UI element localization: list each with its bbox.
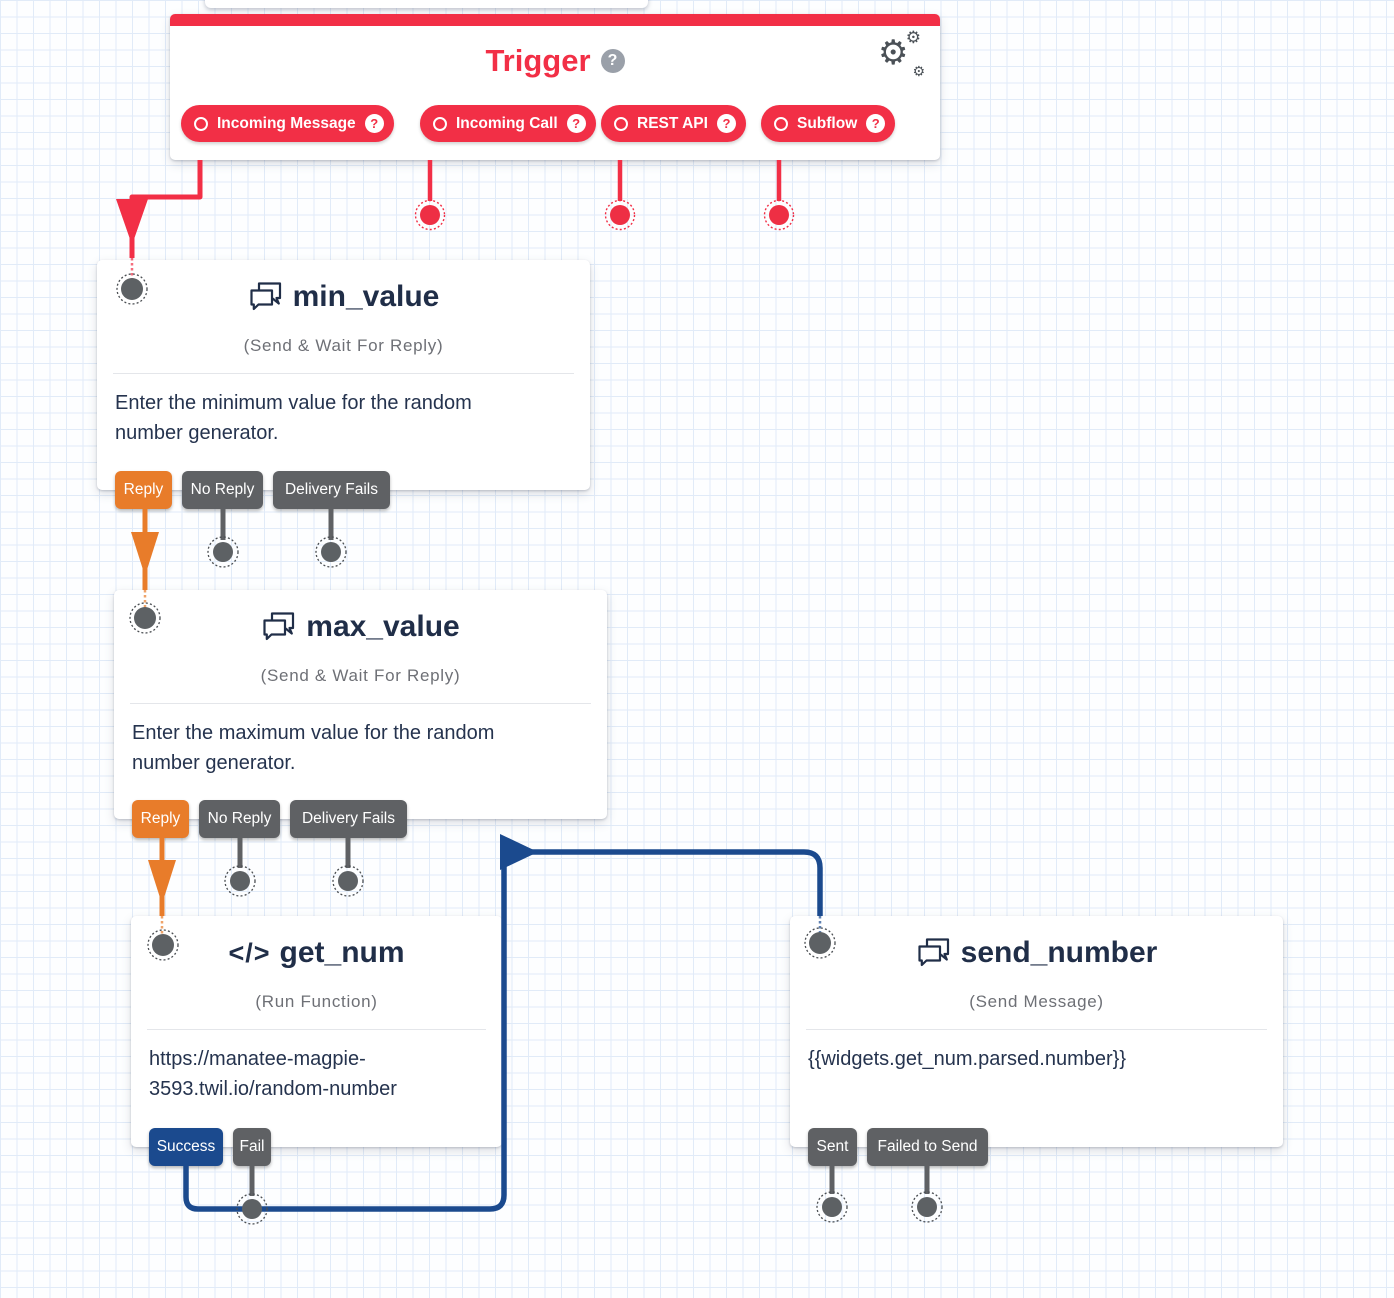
pill-help-icon[interactable]: ? bbox=[566, 114, 586, 133]
pill-label: Incoming Message bbox=[217, 114, 356, 132]
widget-send-number[interactable]: send_number (Send Message) {{widgets.get… bbox=[790, 916, 1283, 1166]
widget-body: Enter the minimum value for the random n… bbox=[115, 392, 472, 444]
trigger-pill-incoming-call[interactable]: Incoming Call ? bbox=[420, 105, 596, 142]
widget-type-label: (Send & Wait For Reply) bbox=[243, 336, 444, 355]
widget-type-label: (Run Function) bbox=[255, 992, 378, 1011]
pill-label: REST API bbox=[637, 114, 708, 132]
connection-dot-delivery-fails[interactable] bbox=[315, 536, 347, 568]
widget-type-label: (Send & Wait For Reply) bbox=[260, 666, 461, 685]
connector-trigger-to-min-value bbox=[129, 160, 203, 258]
pill-label: Incoming Call bbox=[456, 114, 558, 132]
trigger-pill-rest-api[interactable]: REST API ? bbox=[601, 105, 746, 142]
transition-button-no-reply[interactable]: No Reply bbox=[199, 800, 280, 838]
connection-dot-delivery-fails[interactable] bbox=[332, 865, 364, 897]
radio-circle-icon bbox=[774, 116, 788, 131]
arrowhead-right-icon bbox=[500, 834, 538, 870]
widget-title: get_num bbox=[279, 936, 405, 969]
connection-dot-subflow[interactable] bbox=[763, 199, 795, 231]
arrowhead-down-icon bbox=[131, 532, 159, 576]
trigger-widget[interactable]: Trigger ? ⚙ ⚙ ⚙ Incoming Message ? Incom… bbox=[170, 14, 940, 160]
settings-gears-icon[interactable]: ⚙ ⚙ ⚙ bbox=[878, 28, 925, 80]
pill-help-icon[interactable]: ? bbox=[364, 114, 384, 133]
partial-widget-above bbox=[205, 0, 648, 8]
widget-body: {{widgets.get_num.parsed.number}} bbox=[808, 1048, 1126, 1070]
trigger-pill-incoming-message[interactable]: Incoming Message ? bbox=[181, 105, 394, 142]
widget-body: https://manatee-magpie-3593.twil.io/rand… bbox=[149, 1048, 397, 1100]
transition-button-sent[interactable]: Sent bbox=[808, 1128, 857, 1166]
connection-dot-no-reply[interactable] bbox=[207, 536, 239, 568]
radio-circle-icon bbox=[194, 116, 208, 131]
widget-get-num[interactable]: </> get_num (Run Function) https://manat… bbox=[131, 916, 502, 1166]
pill-label: Subflow bbox=[797, 114, 858, 132]
transition-button-failed-to-send[interactable]: Failed to Send bbox=[867, 1128, 988, 1166]
chat-bubbles-icon bbox=[261, 611, 297, 643]
transition-button-delivery-fails[interactable]: Delivery Fails bbox=[290, 800, 407, 838]
transition-button-reply[interactable]: Reply bbox=[132, 800, 189, 838]
widget-body: Enter the maximum value for the random n… bbox=[132, 722, 495, 774]
radio-circle-icon bbox=[614, 116, 628, 131]
connection-dot-incoming-call[interactable] bbox=[414, 199, 446, 231]
trigger-title: Trigger bbox=[485, 43, 591, 78]
divider bbox=[113, 373, 574, 374]
transition-button-no-reply[interactable]: No Reply bbox=[182, 471, 263, 509]
connection-dot-failed-to-send[interactable] bbox=[911, 1191, 943, 1223]
radio-circle-icon bbox=[433, 116, 447, 131]
widget-max-value[interactable]: max_value (Send & Wait For Reply) Enter … bbox=[114, 590, 607, 838]
transition-button-reply[interactable]: Reply bbox=[115, 471, 172, 509]
connection-dot-no-reply[interactable] bbox=[224, 865, 256, 897]
transition-button-success[interactable]: Success bbox=[149, 1128, 223, 1166]
transition-button-fail[interactable]: Fail bbox=[233, 1128, 271, 1166]
connection-dot-fail[interactable] bbox=[236, 1193, 268, 1225]
connection-dot-rest-api[interactable] bbox=[604, 199, 636, 231]
pill-help-icon[interactable]: ? bbox=[716, 114, 736, 133]
divider bbox=[130, 703, 591, 704]
trigger-pill-subflow[interactable]: Subflow ? bbox=[761, 105, 896, 142]
widget-title: min_value bbox=[292, 280, 440, 313]
connection-dot-sent[interactable] bbox=[816, 1191, 848, 1223]
widget-title: send_number bbox=[960, 936, 1158, 969]
transition-button-delivery-fails[interactable]: Delivery Fails bbox=[273, 471, 390, 509]
divider bbox=[147, 1029, 486, 1030]
divider bbox=[806, 1029, 1267, 1030]
pill-help-icon[interactable]: ? bbox=[866, 114, 886, 133]
widget-min-value[interactable]: min_value (Send & Wait For Reply) Enter … bbox=[97, 260, 590, 509]
trigger-help-icon[interactable]: ? bbox=[600, 49, 625, 73]
widget-title: max_value bbox=[306, 610, 460, 643]
code-icon: </> bbox=[228, 937, 271, 968]
chat-bubbles-icon bbox=[916, 937, 952, 969]
chat-bubbles-icon bbox=[248, 281, 284, 313]
arrowhead-down-icon bbox=[116, 199, 148, 245]
arrowhead-down-icon bbox=[148, 860, 176, 904]
widget-type-label: (Send Message) bbox=[969, 992, 1104, 1011]
trigger-accent-bar bbox=[170, 14, 940, 26]
